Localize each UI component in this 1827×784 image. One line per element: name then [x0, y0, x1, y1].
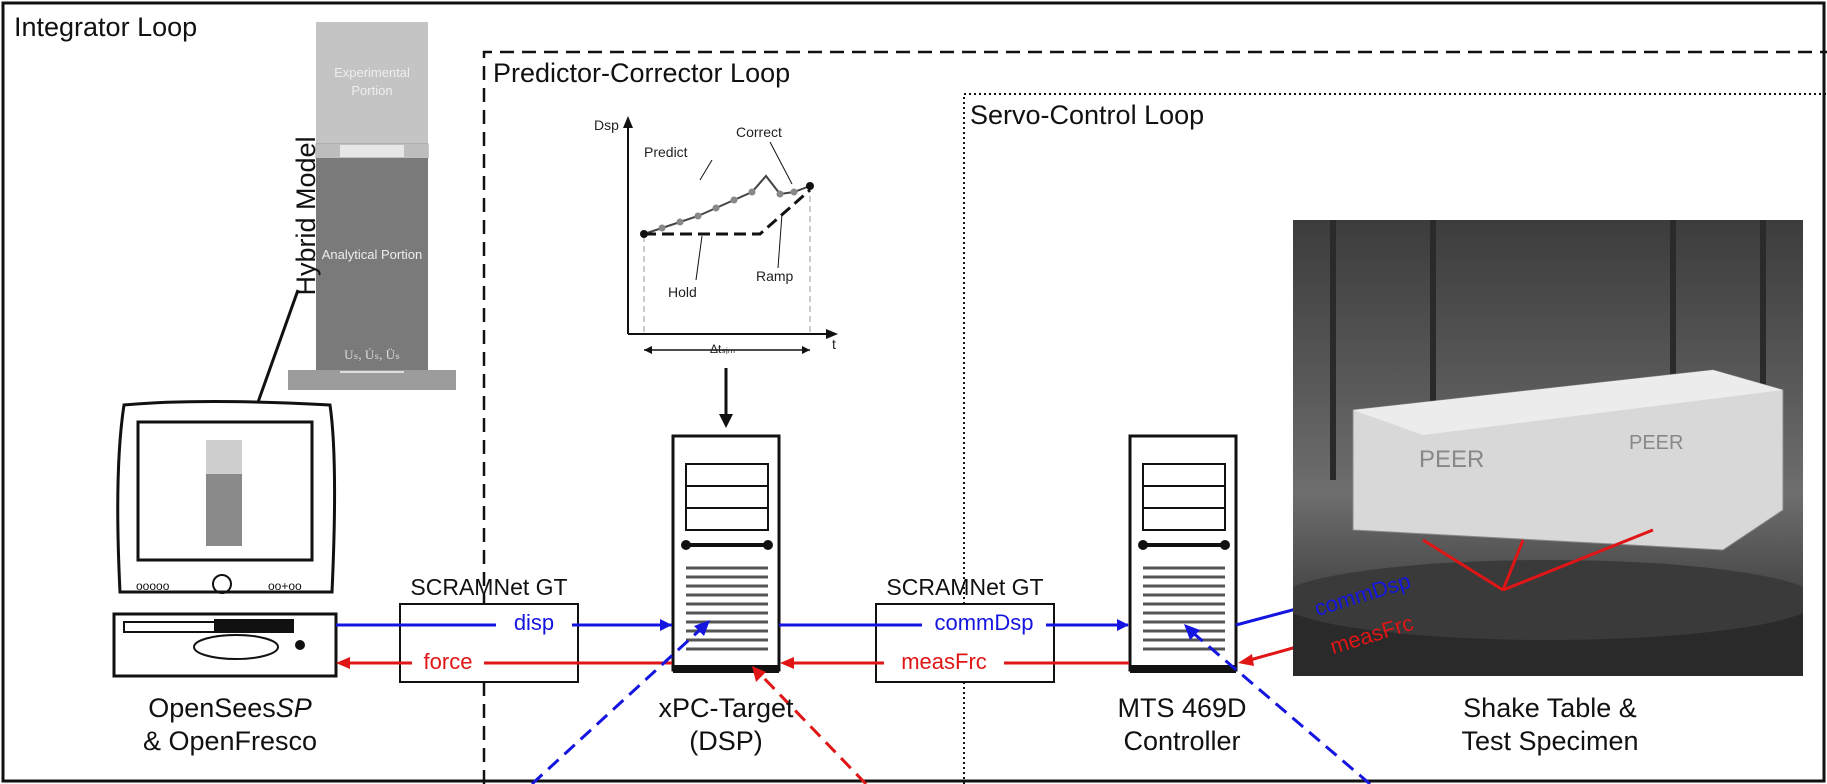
xpc-caption: xPC-Target (DSP) — [626, 692, 826, 758]
measfrc-photo-line — [1249, 644, 1301, 662]
measfrc-label: measFrc — [901, 649, 987, 674]
chart-interval-label: Δtₛᵢₘ — [710, 342, 736, 356]
svg-text:ooooo: ooooo — [136, 579, 170, 593]
blue-dashed-arrow-mts — [1191, 630, 1371, 784]
experimental-portion-label: Experimental Portion — [334, 65, 410, 98]
chart-correct-label: Correct — [736, 124, 782, 140]
commdsp-photo-line — [1235, 606, 1301, 627]
opensees-caption: OpenSeesSP & OpenFresco — [120, 692, 340, 758]
integrator-loop-title: Integrator Loop — [14, 12, 198, 42]
chart-hold-label: Hold — [668, 284, 697, 300]
chart-ramp-label: Ramp — [756, 268, 794, 284]
xpc-name: xPC-Target — [658, 693, 794, 723]
xpc-target-tower — [671, 434, 781, 673]
opensees-name: OpenSees — [148, 693, 276, 723]
predictor-corrector-chart — [623, 116, 838, 354]
hybrid-model-column — [288, 22, 456, 390]
svg-text:oo+oo: oo+oo — [268, 579, 302, 593]
test-specimen-name: Test Specimen — [1461, 725, 1639, 756]
red-dashed-arrow-xpc — [758, 672, 868, 784]
chart-y-axis-label: Dsp — [594, 117, 619, 133]
chart-predict-label: Predict — [644, 144, 688, 160]
force-label: force — [423, 649, 473, 674]
openfresco-name: & OpenFresco — [142, 725, 318, 756]
scramnet-1-title: SCRAMNet GT — [410, 574, 568, 600]
commdsp-label: commDsp — [934, 610, 1034, 635]
predictor-corrector-loop-title: Predictor-Corrector Loop — [493, 58, 791, 88]
mts-controller-tower — [1128, 434, 1238, 673]
shake-table-name: Shake Table & — [1463, 693, 1637, 723]
disp-label: disp — [513, 610, 555, 635]
mts-name: MTS 469D — [1117, 693, 1247, 723]
scramnet-box-2 — [875, 603, 1055, 683]
chart-x-axis-label: t — [832, 336, 836, 352]
xpc-dsp: (DSP) — [689, 725, 763, 756]
mts-caption: MTS 469D Controller — [1082, 692, 1282, 758]
servo-control-loop-title: Servo-Control Loop — [970, 100, 1205, 130]
computer-icon: ooooo oo+oo — [112, 400, 338, 678]
scramnet-2-title: SCRAMNet GT — [886, 574, 1044, 600]
peer-logo-1: PEER — [1419, 446, 1485, 473]
hybrid-model-label: Hybrid Model — [291, 136, 321, 296]
peer-logo-2: PEER — [1629, 432, 1684, 454]
mts-controller: Controller — [1123, 725, 1241, 756]
shake-table-caption: Shake Table & Test Specimen — [1430, 692, 1670, 758]
scramnet-box-1 — [399, 603, 579, 683]
base-dofs-label: Uₛ, U̇ₛ, Üₛ — [344, 347, 400, 362]
opensees-sp: SP — [275, 693, 312, 723]
shake-table-photo: PEER PEER commDsp measFrc — [1293, 220, 1803, 676]
predictor-corrector-loop-frame — [482, 50, 1827, 784]
servo-control-loop-frame — [963, 93, 1827, 784]
analytical-portion-label: Analytical Portion — [321, 247, 423, 262]
blue-dashed-arrow-xpc — [530, 626, 704, 784]
